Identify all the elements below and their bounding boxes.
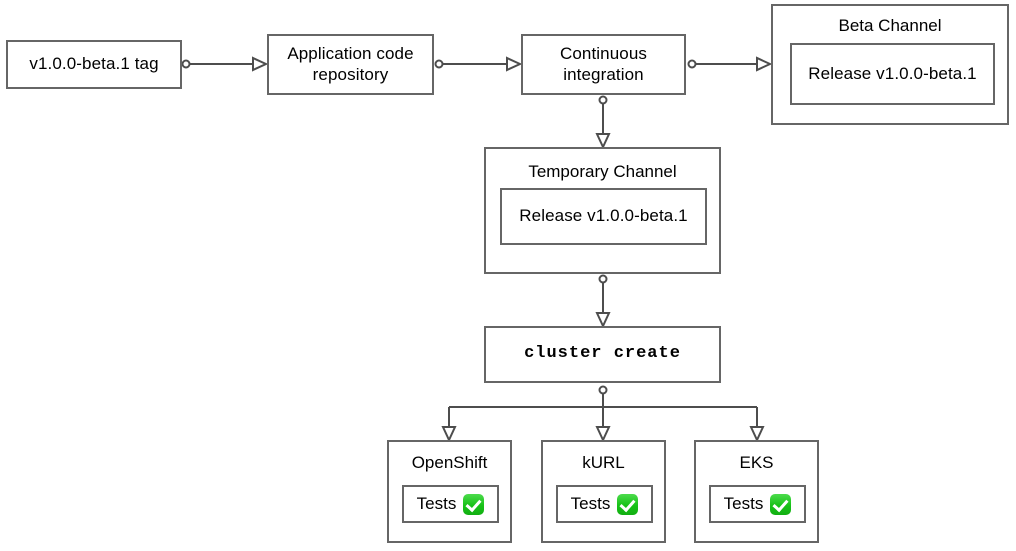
edge-tag-to-repo	[181, 56, 269, 72]
node-eks-tests[interactable]: Tests	[709, 485, 806, 523]
node-application-code-repository[interactable]: Application code repository	[267, 34, 434, 95]
edge-repo-to-ci	[434, 56, 523, 72]
node-repo-label-line2: repository	[312, 64, 389, 84]
green-check-icon	[617, 493, 639, 515]
container-target-eks-title: EKS	[739, 453, 774, 472]
container-target-kurl-title: kURL	[582, 453, 625, 472]
node-beta-channel-release-label: Release v1.0.0-beta.1	[808, 63, 977, 83]
node-cluster-create-label: cluster create	[524, 344, 681, 364]
node-beta-channel-release[interactable]: Release v1.0.0-beta.1	[790, 43, 995, 105]
edge-ci-to-beta-channel	[687, 56, 773, 72]
edge-cluster-create-branch	[441, 385, 765, 443]
container-temporary-channel[interactable]: Temporary Channel Release v1.0.0-beta.1	[484, 147, 721, 274]
green-check-icon	[770, 493, 792, 515]
node-ci-label-line1: Continuous	[559, 44, 647, 64]
node-version-tag-label: v1.0.0-beta.1 tag	[29, 54, 159, 74]
eks-tests-label: Tests	[723, 494, 764, 513]
container-beta-channel-title: Beta Channel	[838, 16, 942, 35]
kurl-tests-label: Tests	[570, 494, 611, 513]
openshift-tests-label: Tests	[416, 494, 457, 513]
container-beta-channel[interactable]: Beta Channel Release v1.0.0-beta.1	[771, 4, 1009, 125]
container-target-eks[interactable]: EKS Tests	[694, 440, 819, 543]
green-check-icon	[463, 493, 485, 515]
edge-temporary-channel-to-cluster-create	[595, 274, 611, 329]
container-temporary-channel-title: Temporary Channel	[528, 162, 677, 181]
container-target-openshift[interactable]: OpenShift Tests	[387, 440, 512, 543]
node-version-tag[interactable]: v1.0.0-beta.1 tag	[6, 40, 182, 89]
node-repo-label-line1: Application code	[287, 44, 414, 64]
container-target-kurl[interactable]: kURL Tests	[541, 440, 666, 543]
container-target-openshift-title: OpenShift	[411, 453, 488, 472]
node-cluster-create[interactable]: cluster create	[484, 326, 721, 383]
node-openshift-tests[interactable]: Tests	[402, 485, 499, 523]
node-temporary-channel-release-label: Release v1.0.0-beta.1	[519, 206, 688, 226]
edge-ci-to-temporary-channel	[595, 95, 611, 150]
node-continuous-integration[interactable]: Continuous integration	[521, 34, 686, 95]
node-ci-label-line2: integration	[563, 64, 644, 84]
node-temporary-channel-release[interactable]: Release v1.0.0-beta.1	[500, 188, 707, 245]
node-kurl-tests[interactable]: Tests	[556, 485, 653, 523]
